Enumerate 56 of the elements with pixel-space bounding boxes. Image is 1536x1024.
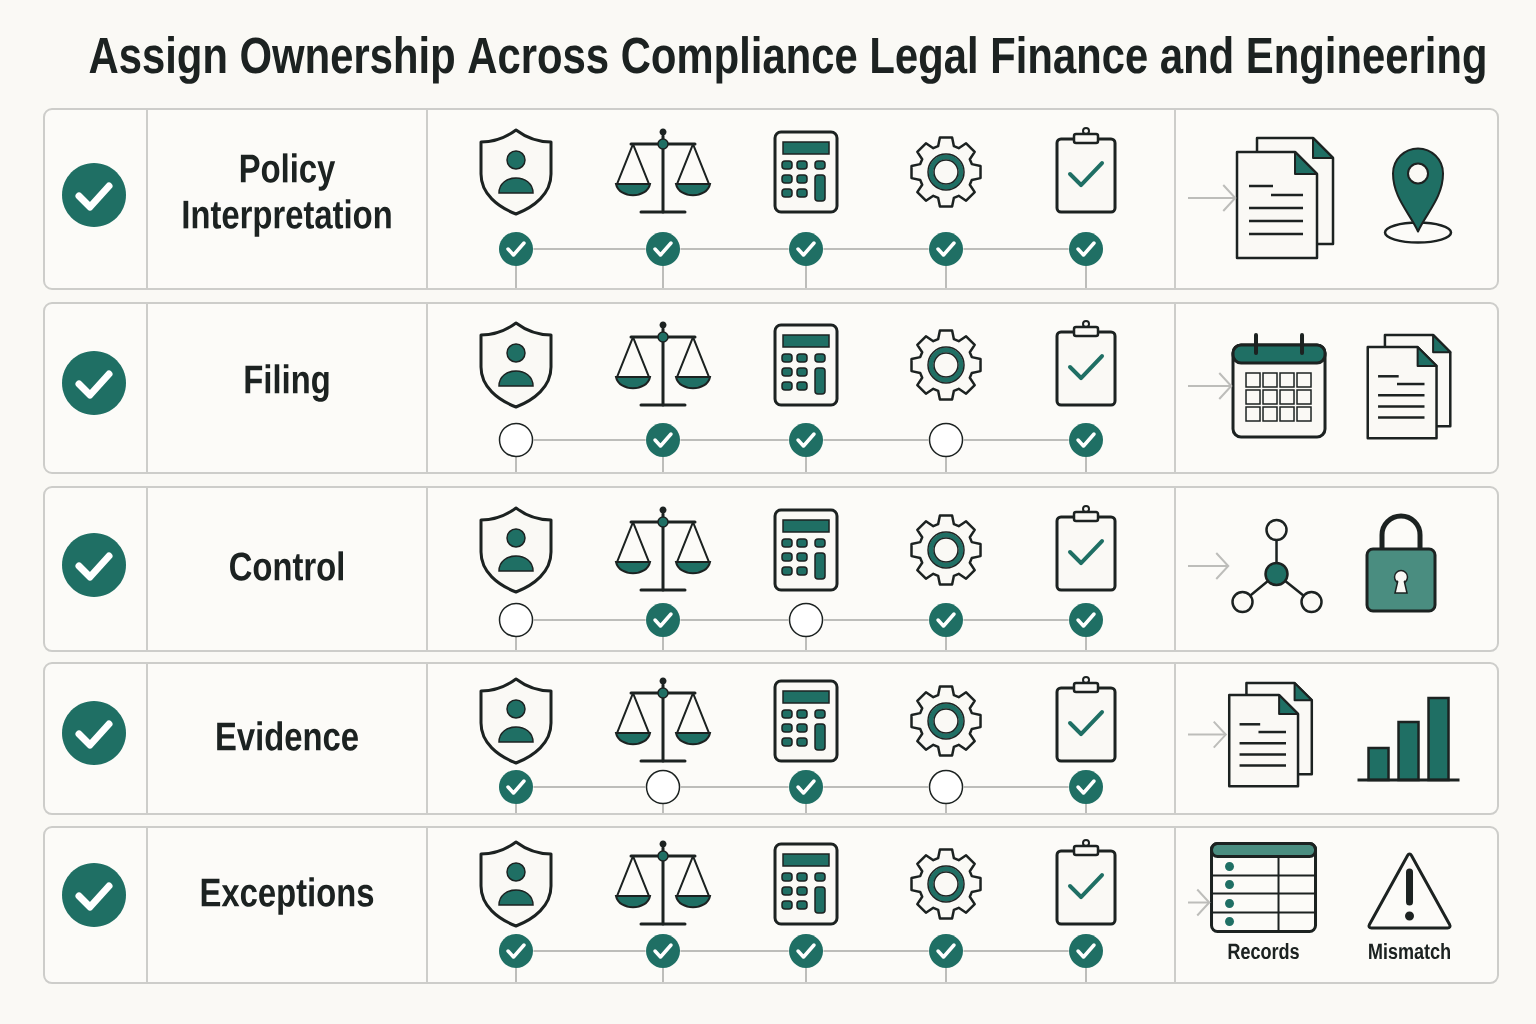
connector-line	[962, 439, 1070, 441]
connector-line	[679, 248, 790, 250]
calendar-icon	[1231, 333, 1327, 439]
check-circle	[789, 423, 823, 457]
empty-circle	[928, 769, 964, 805]
bar-chart-icon	[1357, 696, 1460, 782]
connector-line	[679, 619, 790, 621]
check-circle	[789, 232, 823, 266]
check-circle	[1069, 934, 1103, 968]
empty-circle	[498, 602, 534, 638]
connector-line	[679, 786, 790, 788]
connector-line	[822, 439, 930, 441]
connector-line	[679, 950, 790, 952]
connector-line	[822, 619, 930, 621]
check-circle	[646, 232, 680, 266]
connector-line	[822, 248, 930, 250]
check-circle	[789, 770, 823, 804]
check-circle	[646, 423, 680, 457]
location-pin-icon	[1383, 147, 1453, 244]
check-circle	[1069, 603, 1103, 637]
connector-line	[962, 950, 1070, 952]
check-circle	[646, 603, 680, 637]
check-circle	[499, 770, 533, 804]
connector-line	[532, 786, 647, 788]
check-circle	[929, 232, 963, 266]
padlock-icon	[1365, 513, 1437, 613]
connector-line	[532, 950, 647, 952]
check-circle	[1069, 770, 1103, 804]
connector-line	[962, 786, 1070, 788]
empty-circle	[788, 602, 824, 638]
check-circle	[929, 603, 963, 637]
connector-line	[679, 439, 790, 441]
check-circle	[499, 232, 533, 266]
connector-line	[822, 950, 930, 952]
check-circle	[1069, 232, 1103, 266]
connector-line	[532, 248, 647, 250]
empty-circle	[928, 422, 964, 458]
check-circle	[499, 934, 533, 968]
icon-label: Mismatch	[1369, 942, 1450, 960]
connector-line	[962, 248, 1070, 250]
network-icon	[1231, 518, 1323, 614]
document-icon	[1228, 681, 1314, 788]
icon-label: Records	[1228, 942, 1299, 960]
title: Assign Ownership Across Compliance Legal Finance and Engineering	[89, 36, 1485, 84]
check-circle	[929, 934, 963, 968]
connector-line	[962, 619, 1070, 621]
check-circle	[646, 934, 680, 968]
empty-circle	[645, 769, 681, 805]
check-circle	[789, 934, 823, 968]
check-circle	[1069, 423, 1103, 457]
connector-line	[822, 786, 930, 788]
document-icon	[1235, 136, 1335, 260]
connector-line	[532, 619, 647, 621]
document-icon	[1366, 333, 1452, 440]
empty-circle	[498, 422, 534, 458]
connector-line	[532, 439, 647, 441]
